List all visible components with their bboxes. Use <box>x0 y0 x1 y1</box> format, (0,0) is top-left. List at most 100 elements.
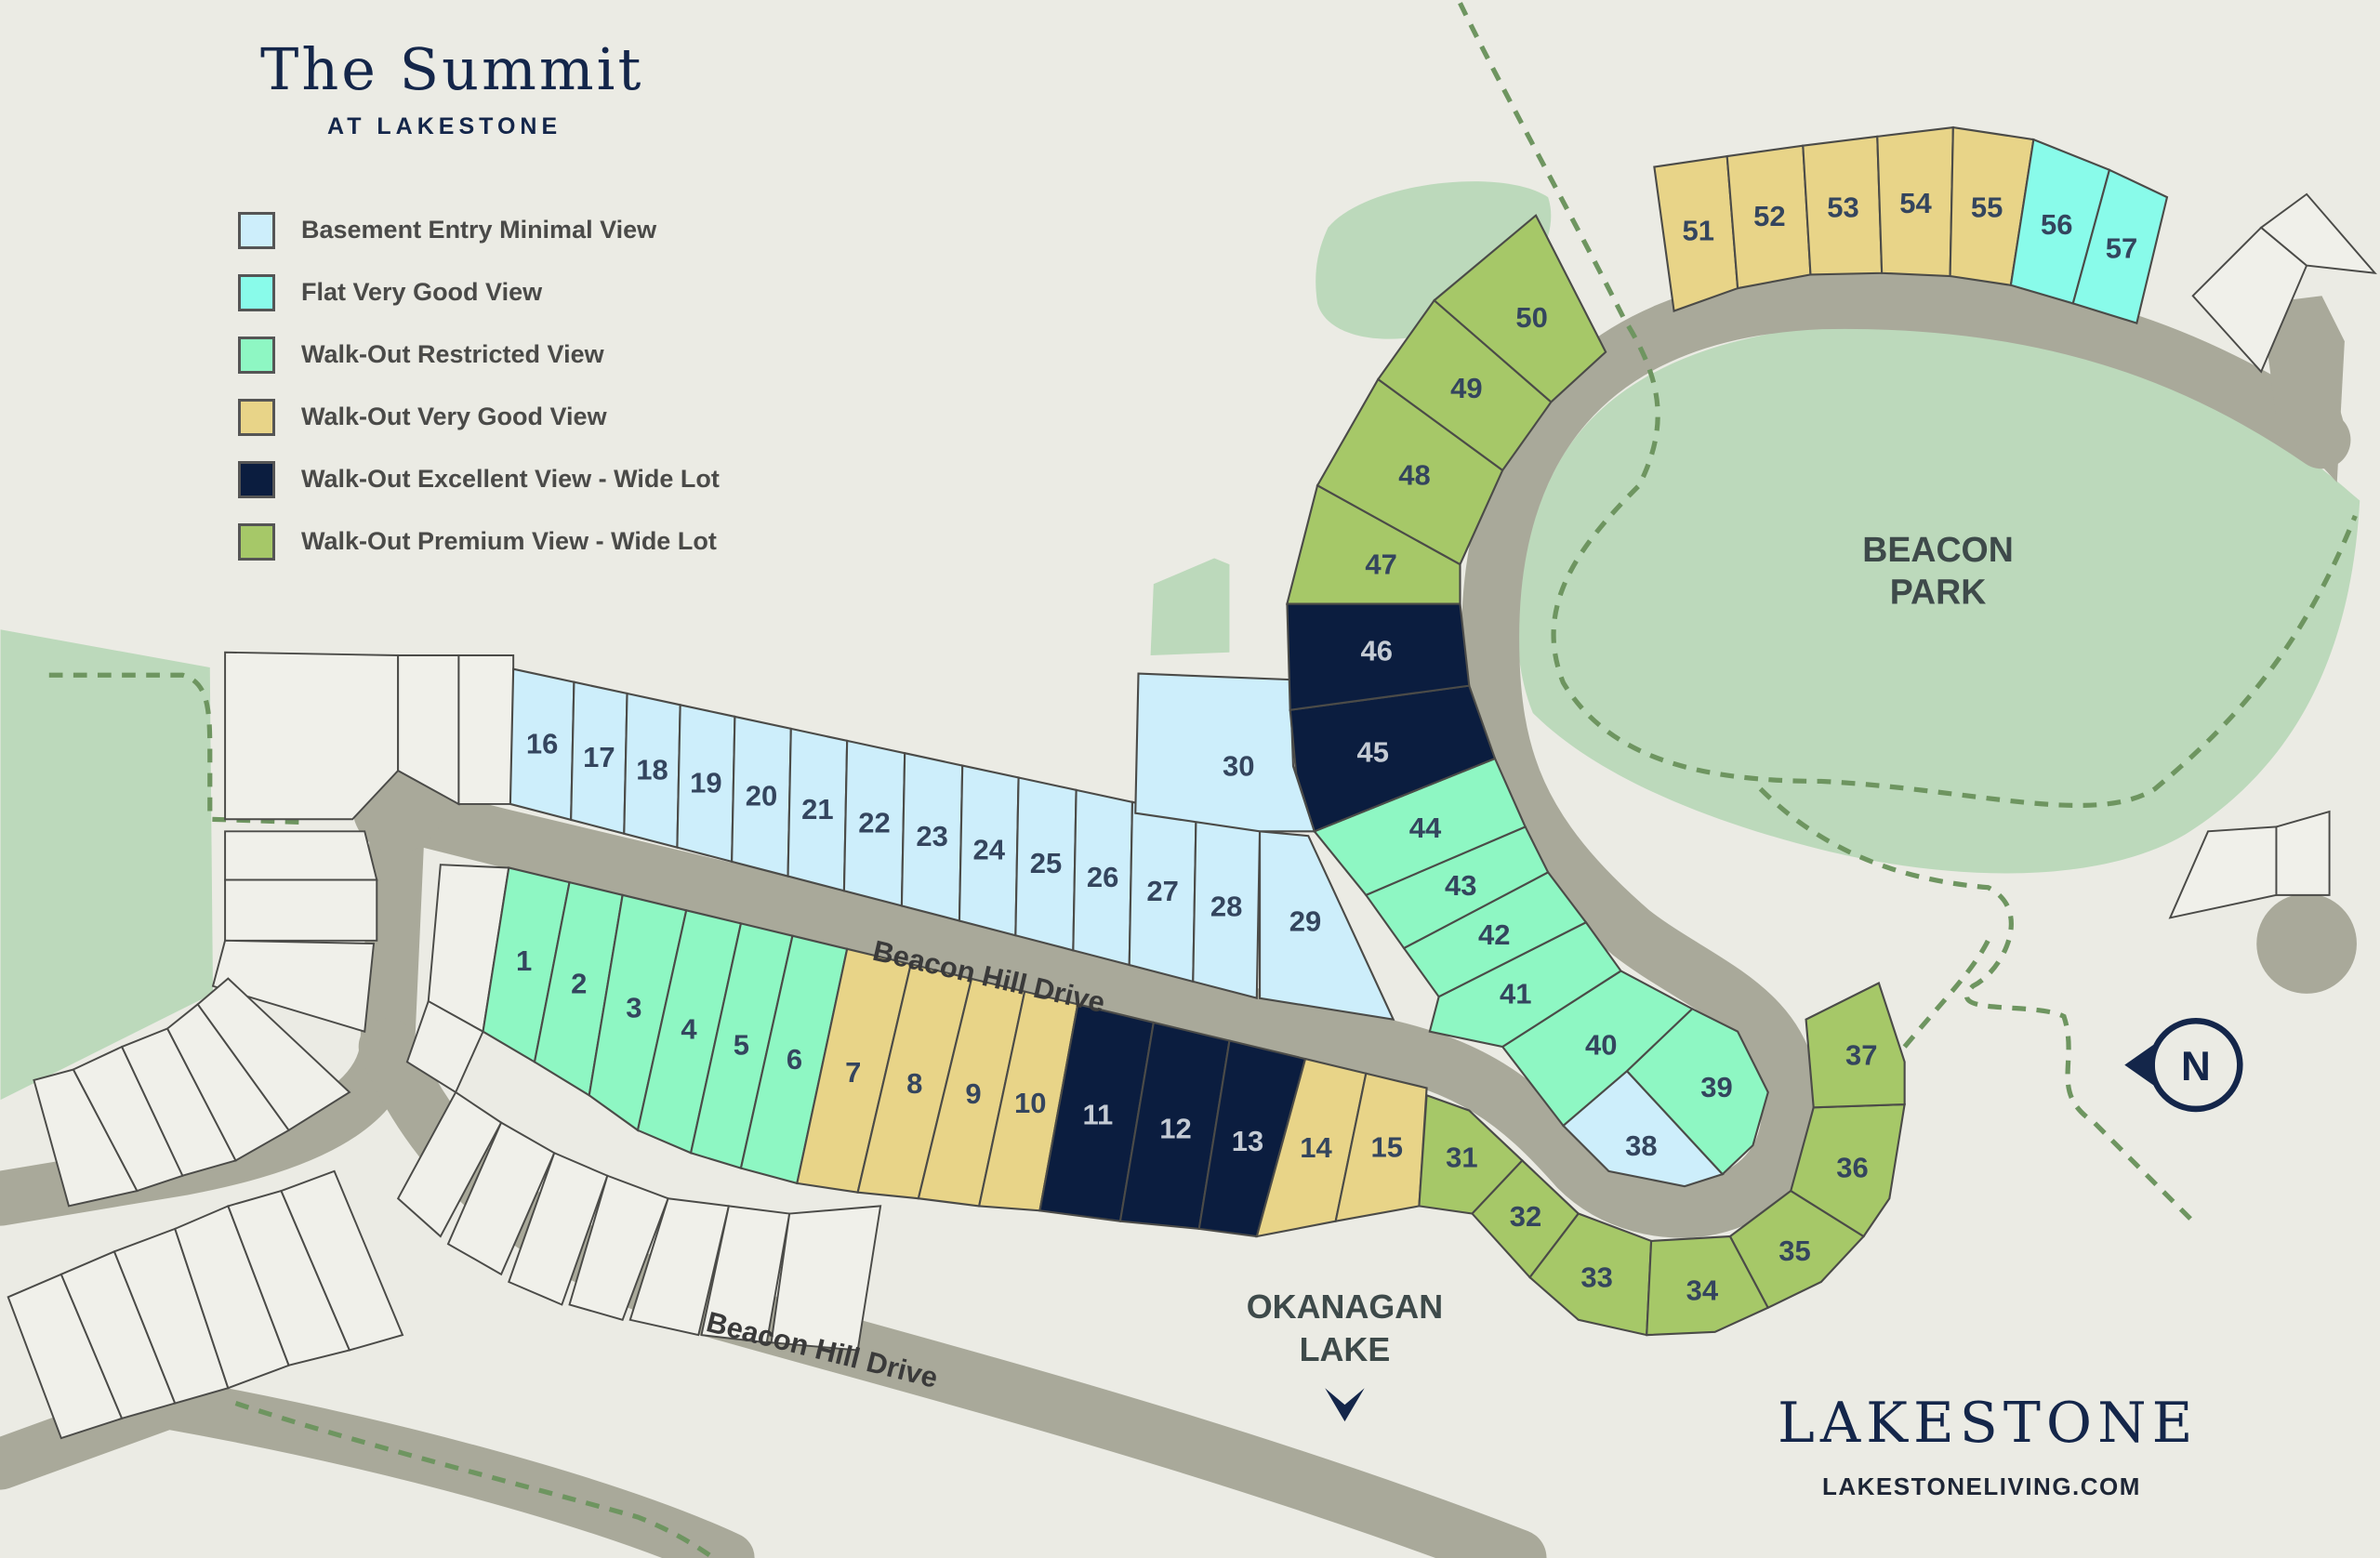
legend-item-excellent: Walk-Out Excellent View - Wide Lot <box>238 448 720 510</box>
lot-shape[interactable] <box>1876 125 1954 278</box>
lot-shape[interactable] <box>623 692 681 849</box>
website-link[interactable]: LAKESTONELIVING.COM <box>1822 1472 2141 1500</box>
lot-19[interactable]: 19 <box>676 703 736 864</box>
lot-28[interactable]: 28 <box>1192 814 1262 1000</box>
unnumbered-lot <box>211 939 376 1033</box>
lot-shape[interactable] <box>1134 672 1316 833</box>
lot-25[interactable]: 25 <box>1014 776 1078 952</box>
lot-shape[interactable] <box>1128 800 1197 984</box>
lot-shape[interactable] <box>731 715 792 878</box>
lot-shape[interactable] <box>1259 830 1395 1022</box>
legend-swatch <box>238 336 275 374</box>
lot-30[interactable]: 30 <box>1134 672 1316 833</box>
road-bottom <box>0 1377 755 1558</box>
lot-52[interactable]: 52 <box>1726 144 1812 290</box>
lot-shape[interactable] <box>1014 776 1078 952</box>
green-area-small <box>1150 558 1230 655</box>
unnumbered-lot <box>700 1205 791 1344</box>
lake-label-line2: LAKE <box>1300 1331 1391 1368</box>
lot-shape[interactable] <box>787 727 849 892</box>
lot-shape[interactable] <box>1790 1102 1906 1238</box>
lot-21[interactable]: 21 <box>787 727 849 892</box>
lot-17[interactable]: 17 <box>570 680 628 836</box>
beacon-park-area <box>1516 322 2360 874</box>
lot-shape[interactable] <box>958 764 1020 937</box>
lot-shape[interactable] <box>1528 1212 1653 1337</box>
walking-trails <box>48 2 2358 1558</box>
lot-shape[interactable] <box>1805 981 1906 1109</box>
lot-54[interactable]: 54 <box>1876 125 1954 278</box>
north-label: N <box>2181 1044 2211 1089</box>
legend-item-premium: Walk-Out Premium View - Wide Lot <box>238 510 720 573</box>
park-label-line1: BEACON <box>1862 530 2014 569</box>
unnumbered-lot <box>457 654 515 805</box>
lot-26[interactable]: 26 <box>1072 788 1134 967</box>
unnumbered-lot <box>446 1121 556 1276</box>
lot-shape[interactable] <box>900 751 964 922</box>
unnumbered-lot <box>770 1205 882 1352</box>
lot-shape[interactable] <box>2071 168 2169 324</box>
lot-27[interactable]: 27 <box>1128 800 1197 984</box>
brand-logo: LAKESTONE <box>1778 1391 2199 1456</box>
legend-item-restricted: Walk-Out Restricted View <box>238 323 720 386</box>
unnumbered-lot <box>224 830 378 881</box>
lake-direction-arrow-icon <box>1325 1388 1365 1422</box>
lot-37[interactable]: 37 <box>1805 981 1906 1109</box>
lot-22[interactable]: 22 <box>842 739 906 907</box>
lot-shape[interactable] <box>1653 154 1739 312</box>
legend-swatch <box>238 211 275 249</box>
legend-label: Walk-Out Excellent View - Wide Lot <box>301 465 720 493</box>
lot-shape[interactable] <box>1646 1235 1770 1337</box>
lot-24[interactable]: 24 <box>958 764 1020 937</box>
unnumbered-lot <box>2275 810 2331 896</box>
lot-shape[interactable] <box>1728 1189 1866 1310</box>
unnumbered-lot <box>2168 825 2278 919</box>
lot-shape[interactable] <box>1802 135 1884 276</box>
unnumbered-lot <box>196 977 351 1132</box>
lot-shape[interactable] <box>842 739 906 907</box>
road-beacon-hill-drive-upper <box>369 271 2351 1238</box>
lot-53[interactable]: 53 <box>1802 135 1884 276</box>
page-subtitle: AT LAKESTONE <box>327 113 562 139</box>
lot-18[interactable]: 18 <box>623 692 681 849</box>
legend-item-verygood: Walk-Out Very Good View <box>238 386 720 448</box>
north-compass-icon: N <box>2124 1018 2243 1113</box>
unnumbered-lot <box>628 1197 731 1337</box>
legend: Basement Entry Minimal View Flat Very Go… <box>238 199 720 573</box>
unnumbered-lot <box>2259 192 2377 274</box>
unnumbered-lot <box>224 878 378 942</box>
unnumbered-lot <box>568 1174 669 1321</box>
lake-label-line1: OKANAGAN <box>1247 1288 1443 1326</box>
unnumbered-lot <box>508 1151 609 1306</box>
road-end-northeast <box>2261 296 2345 482</box>
lot-16[interactable]: 16 <box>509 667 575 822</box>
lot-shape[interactable] <box>509 667 575 822</box>
lot-23[interactable]: 23 <box>900 751 964 922</box>
legend-label: Basement Entry Minimal View <box>301 216 657 244</box>
legend-label: Walk-Out Premium View - Wide Lot <box>301 527 717 555</box>
unnumbered-lot <box>280 1169 404 1352</box>
park-label-line2: PARK <box>1890 573 1987 612</box>
trail-park-east <box>1902 939 1990 1049</box>
lot-shape[interactable] <box>1192 814 1262 1000</box>
legend-label: Walk-Out Very Good View <box>301 403 607 430</box>
lot-20[interactable]: 20 <box>731 715 792 878</box>
cul-de-sac-east <box>2256 893 2357 994</box>
green-spaces <box>0 181 2360 1101</box>
lot-shape[interactable] <box>1433 214 1607 403</box>
lot-shape[interactable] <box>676 703 736 864</box>
trail-south <box>234 1401 716 1558</box>
other-lots <box>7 192 2377 1440</box>
legend-swatch <box>238 398 275 436</box>
unnumbered-lot <box>396 1090 503 1238</box>
lot-51[interactable]: 51 <box>1653 154 1739 312</box>
trail-east <box>1758 786 2195 1223</box>
legend-label: Flat Very Good View <box>301 278 543 306</box>
trail-north <box>1458 2 2358 808</box>
lot-shape[interactable] <box>1726 144 1812 290</box>
lot-shape[interactable] <box>1072 788 1134 967</box>
legend-swatch <box>238 273 275 311</box>
lot-shape[interactable] <box>570 680 628 836</box>
legend-item-basement: Basement Entry Minimal View <box>238 199 720 261</box>
